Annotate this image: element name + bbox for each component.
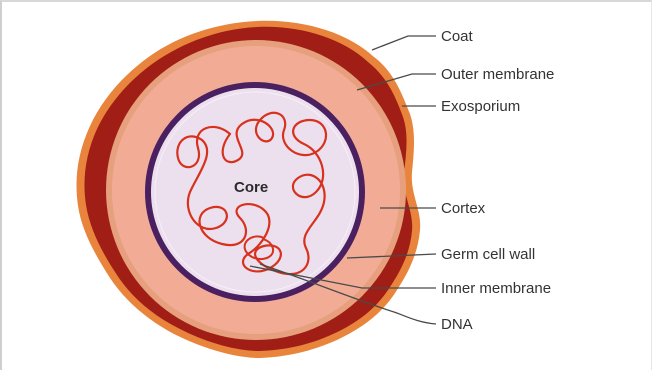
label-cortex: Cortex [441, 200, 486, 217]
label-dna: DNA [441, 316, 473, 333]
label-coat: Coat [441, 28, 474, 45]
label-outer-membrane: Outer membrane [441, 66, 554, 83]
label-inner-membrane: Inner membrane [441, 280, 551, 297]
label-germ-cell-wall: Germ cell wall [441, 246, 535, 263]
label-exosporium: Exosporium [441, 98, 520, 115]
core-label: Core [234, 179, 268, 196]
leader-coat [372, 36, 436, 50]
